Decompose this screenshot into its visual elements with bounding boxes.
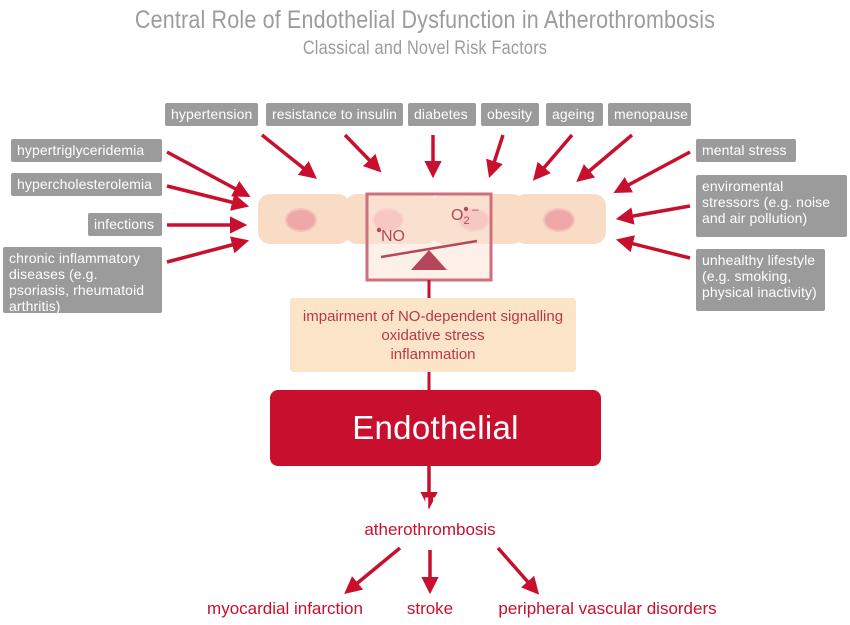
o2-subscript: 2 xyxy=(463,215,470,228)
cell-nucleus xyxy=(285,208,317,232)
arrow-hypertriglyceridemia xyxy=(166,150,251,197)
outcome-atherothrombosis: atherothrombosis xyxy=(364,520,496,539)
balance-fulcrum xyxy=(411,250,447,270)
risk-factor-hypertension: hypertension xyxy=(165,103,258,126)
consequence-stroke: stroke xyxy=(406,599,454,618)
o2-superscript: – xyxy=(472,202,479,216)
risk-factor-obesity: obesity xyxy=(481,103,539,126)
risk-factor-insulin-resistance: resistance to insulin xyxy=(266,103,403,126)
arrow-menopause xyxy=(576,133,634,183)
diagram-subtitle: Classical and Novel Risk Factors xyxy=(302,38,548,59)
arrow-insulin-resistance xyxy=(343,133,382,173)
arrow-hypercholesterolemia xyxy=(166,184,250,211)
risk-factor-menopause: menopause xyxy=(608,103,691,126)
risk-factor-hypercholesterolemia: hypercholesterolemia xyxy=(11,173,162,196)
no-label: NO xyxy=(381,228,405,245)
arrow-environmental-stressors xyxy=(615,204,691,225)
risk-factor-ageing: ageing xyxy=(546,103,603,126)
radical-dot xyxy=(376,227,382,233)
consequence-peripheral-vascular: peripheral vascular disorders xyxy=(498,599,717,618)
arrow-peripheral-vascular xyxy=(496,546,540,595)
o2-base: O xyxy=(451,207,464,224)
radical-dot xyxy=(463,206,469,212)
endothelial-dysfunction-box: Endothelial dysfunction xyxy=(270,390,601,522)
arrow-mental-stress xyxy=(613,150,691,193)
mechanisms-box: impairment of NO-dependent signalling ox… xyxy=(290,298,576,372)
arrow-ageing xyxy=(532,133,574,181)
risk-factor-diabetes: diabetes xyxy=(408,103,476,126)
arrow-hypertension xyxy=(260,133,317,179)
risk-factor-mental-stress: mental stress xyxy=(696,139,796,162)
mechanism-inflammation: inflammation xyxy=(390,346,476,363)
risk-factor-unhealthy-lifestyle: unhealthy lifestyle (e.g. smoking, physi… xyxy=(696,249,825,311)
arrow-myocardial-infarction xyxy=(344,546,402,595)
consequence-myocardial-infarction: myocardial infarction xyxy=(207,599,363,618)
arrow-unhealthy-lifestyle xyxy=(615,235,691,260)
risk-factor-environmental-stressors: enviromental stressors (e.g. noise and a… xyxy=(696,175,847,237)
arrow-chronic-inflammatory xyxy=(166,236,250,264)
no-o2-balance xyxy=(365,192,493,282)
mechanism-no-signalling: impairment of NO-dependent signalling xyxy=(302,308,564,325)
balance-beam xyxy=(380,239,478,259)
o2-label: O2 xyxy=(451,207,470,227)
mechanism-oxidative-stress: oxidative stress xyxy=(381,327,485,344)
risk-factor-infections: infections xyxy=(88,213,162,236)
diagram-title: Central Role of Endothelial Dysfunction … xyxy=(134,6,716,34)
risk-factor-hypertriglyceridemia: hypertriglyceridemia xyxy=(11,139,162,162)
cell-nucleus xyxy=(543,208,575,232)
risk-factor-chronic-inflammatory: chronic inflammatory diseases (e.g. psor… xyxy=(3,247,162,314)
arrow-obesity xyxy=(486,134,505,178)
